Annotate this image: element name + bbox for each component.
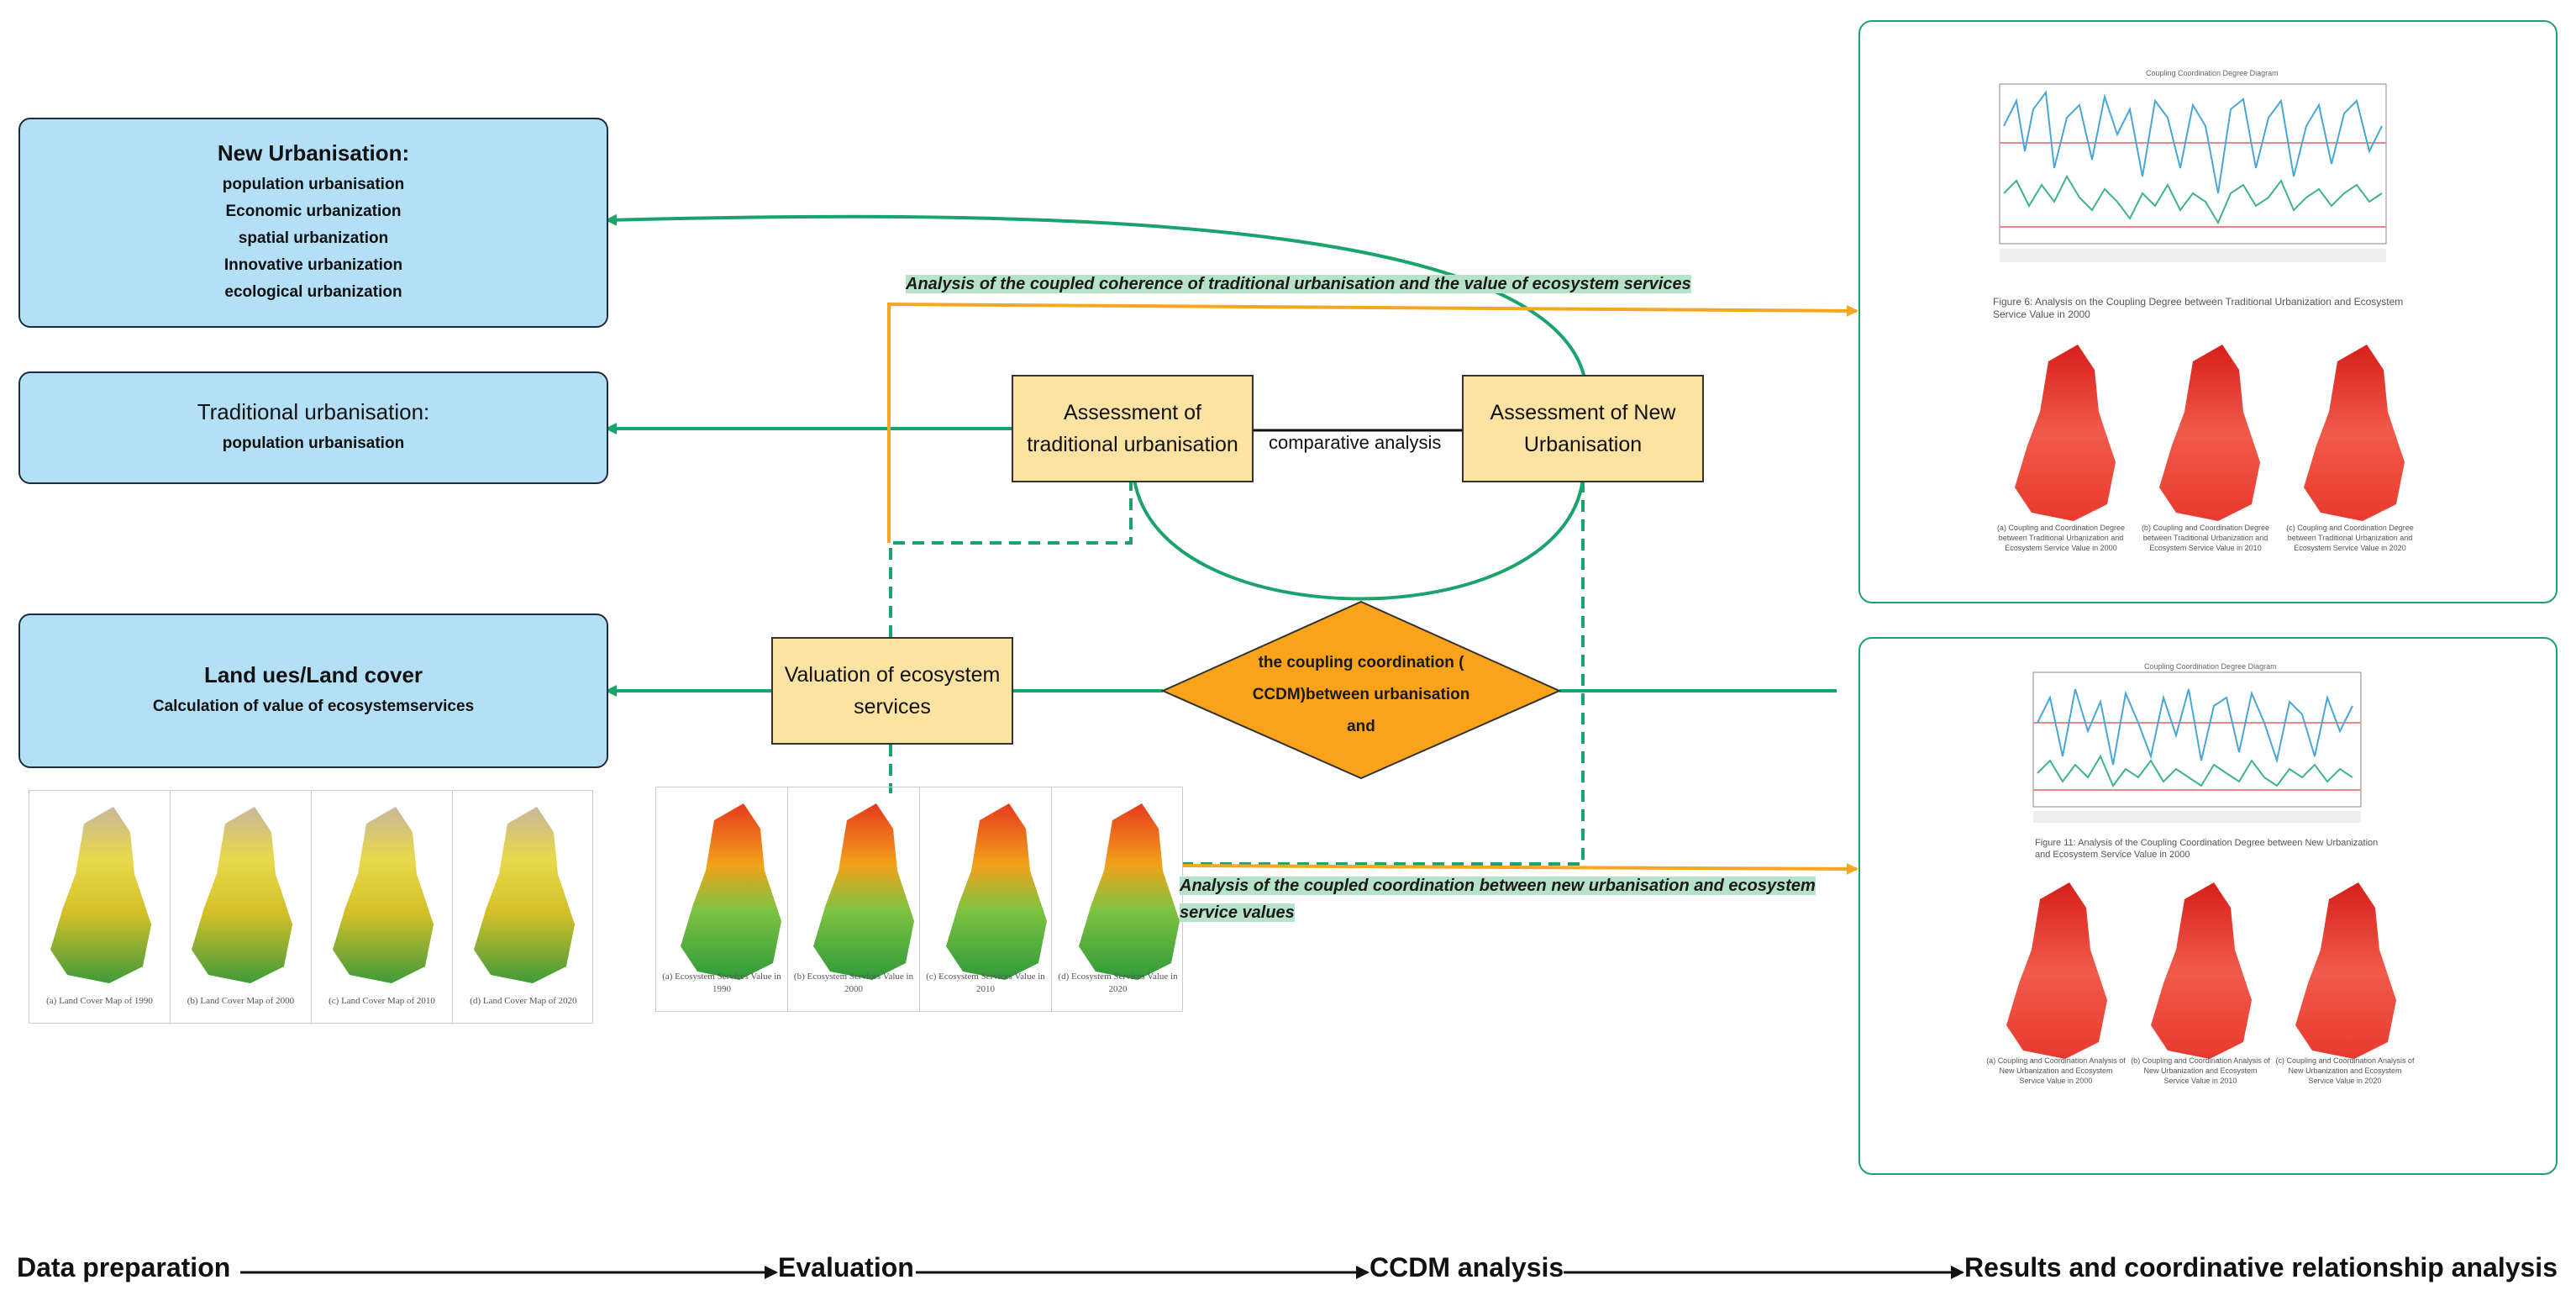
traditional-urbanisation-box: Traditional urbanisation: population urb… bbox=[18, 371, 608, 484]
result-panel-traditional: Coupling Coordination Degree Diagram Fig… bbox=[1858, 20, 2558, 603]
es-value-map: (b) Ecosystem Services Value in 2000 bbox=[788, 787, 920, 1011]
stage-evaluation: Evaluation bbox=[778, 1252, 914, 1283]
comparative-analysis-label: comparative analysis bbox=[1265, 432, 1445, 454]
assessment-new-box: Assessment of New Urbanisation bbox=[1462, 375, 1704, 482]
es-map-shapes bbox=[681, 803, 1180, 980]
result-top-map-caption: (a) Coupling and Coordination Degree bet… bbox=[1996, 524, 2126, 552]
es-value-caption: (d) Ecosystem Services Value in 2020 bbox=[1058, 972, 1178, 994]
connector-arc bbox=[1133, 478, 1585, 601]
result-top-map-caption: (c) Coupling and Coordination Degree bet… bbox=[2286, 524, 2414, 552]
land-cover-maps: (a) Land Cover Map of 1990 (b) Land Cove… bbox=[29, 790, 593, 1024]
traditional-urbanisation-item: population urbanisation bbox=[222, 434, 405, 452]
land-cover-caption: (b) Land Cover Map of 2000 bbox=[187, 996, 295, 1006]
land-cover-map: (b) Land Cover Map of 2000 bbox=[171, 791, 312, 1023]
traditional-urbanisation-title: Traditional urbanisation: bbox=[197, 398, 430, 424]
result-top-chart bbox=[1999, 83, 2387, 262]
result-bottom-maps bbox=[2006, 882, 2396, 1059]
result-top-maps bbox=[2015, 345, 2405, 521]
new-urbanisation-box: New Urbanisation: population urbanisatio… bbox=[18, 118, 608, 328]
dashed-new-urban-down bbox=[1183, 481, 1585, 866]
land-use-box: Land ues/Land cover Calculation of value… bbox=[18, 614, 608, 768]
es-value-caption: (a) Ecosystem Services Value in 1990 bbox=[662, 972, 781, 994]
traditional-analysis-label: Analysis of the coupled coherence of tra… bbox=[906, 271, 1847, 298]
new-urbanisation-item: population urbanisation bbox=[222, 175, 405, 193]
dashed-valuation-traditional bbox=[889, 481, 1133, 637]
es-value-map: (a) Ecosystem Services Value in 1990 bbox=[656, 787, 788, 1011]
new-urbanisation-item: ecological urbanization bbox=[224, 282, 402, 301]
stage-results: Results and coordinative relationship an… bbox=[1964, 1252, 2558, 1283]
land-cover-caption: (d) Land Cover Map of 2020 bbox=[470, 996, 577, 1006]
ccdm-diamond bbox=[1160, 600, 1562, 780]
land-use-item: Calculation of value of ecosystemservice… bbox=[152, 697, 475, 715]
new-urbanisation-title: New Urbanisation: bbox=[217, 140, 410, 166]
es-value-caption: (b) Ecosystem Services Value in 2000 bbox=[793, 972, 914, 994]
land-cover-map: (c) Land Cover Map of 2010 bbox=[312, 791, 453, 1023]
new-analysis-label: Analysis of the coupled coordination bet… bbox=[1180, 872, 1843, 926]
land-cover-map-shapes bbox=[50, 807, 575, 983]
land-cover-map: (d) Land Cover Map of 2020 bbox=[453, 791, 594, 1023]
orange-new-analysis bbox=[1182, 862, 1858, 875]
result-top-figure-caption: Figure 6: Analysis on the Coupling Degre… bbox=[1993, 296, 2404, 320]
es-value-caption: (c) Ecosystem Services Value in 2010 bbox=[926, 972, 1045, 994]
traditional-analysis-text: Analysis of the coupled coherence of tra… bbox=[906, 275, 1691, 293]
stage-ccdm-analysis: CCDM analysis bbox=[1369, 1252, 1564, 1283]
new-urbanisation-item: Economic urbanization bbox=[225, 202, 402, 220]
es-value-map: (c) Ecosystem Services Value in 2010 bbox=[920, 787, 1052, 1011]
ccdm-label: the coupling coordination ( CCDM)between… bbox=[1252, 654, 1470, 735]
new-urbanisation-item: spatial urbanization bbox=[238, 229, 389, 247]
new-urbanisation-item: Innovative urbanization bbox=[223, 255, 403, 274]
land-cover-caption: (c) Land Cover Map of 2010 bbox=[329, 996, 435, 1006]
connector-new-urbanisation bbox=[605, 213, 1586, 379]
result-bottom-chart bbox=[2032, 671, 2362, 823]
orange-traditional-analysis bbox=[887, 302, 1858, 543]
result-bottom-map-caption: (c) Coupling and Coordination Analysis o… bbox=[2275, 1056, 2415, 1085]
new-analysis-text: Analysis of the coupled coordination bet… bbox=[1180, 877, 1816, 922]
result-top-map-caption: (b) Coupling and Coordination Degree bet… bbox=[2141, 524, 2270, 552]
land-cover-caption: (a) Land Cover Map of 1990 bbox=[46, 996, 153, 1006]
es-value-map: (d) Ecosystem Services Value in 2020 bbox=[1052, 787, 1184, 1011]
result-bottom-map-caption: (a) Coupling and Coordination Analysis o… bbox=[1986, 1056, 2126, 1085]
result-panel-new: Coupling Coordination Degree Diagram Fig… bbox=[1858, 637, 2558, 1175]
valuation-es-box: Valuation of ecosystem services bbox=[771, 637, 1013, 745]
land-use-title: Land ues/Land cover bbox=[203, 661, 423, 687]
land-cover-map: (a) Land Cover Map of 1990 bbox=[29, 791, 171, 1023]
assessment-traditional-box: Assessment of traditional urbanisation bbox=[1012, 375, 1254, 482]
result-top-chart-title: Coupling Coordination Degree Diagram bbox=[2146, 69, 2279, 77]
result-bottom-chart-title: Coupling Coordination Degree Diagram bbox=[2144, 662, 2277, 671]
result-bottom-map-caption: (b) Coupling and Coordination Analysis o… bbox=[2131, 1056, 2270, 1085]
es-value-maps: (a) Ecosystem Services Value in 1990 (b)… bbox=[655, 787, 1183, 1012]
stage-data-preparation: Data preparation bbox=[17, 1252, 231, 1283]
result-bottom-figure-caption: Figure 11: Analysis of the Coupling Coor… bbox=[2035, 838, 2379, 860]
